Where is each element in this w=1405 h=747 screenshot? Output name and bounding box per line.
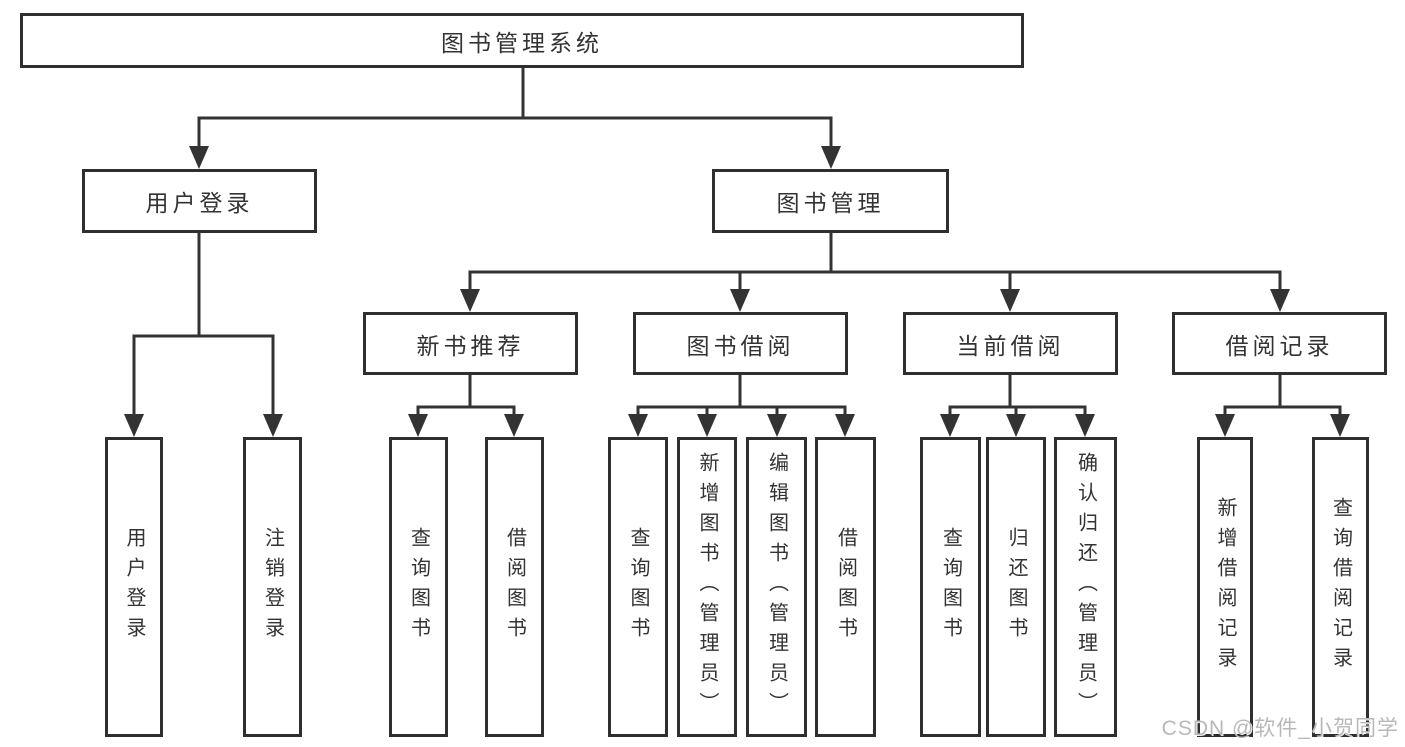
node-current-borrowing: 当前借阅	[903, 312, 1118, 375]
leaf-borrow-books-newrec-label: 借阅图书	[503, 527, 526, 647]
leaf-query-books-current: 查询图书	[920, 437, 981, 737]
leaf-query-books-borrow-label: 查询图书	[627, 527, 649, 647]
leaf-query-borrow-record-label: 查询借阅记录	[1329, 497, 1352, 677]
leaf-user-login: 用户登录	[105, 437, 163, 737]
leaf-borrow-books-borrow: 借阅图书	[815, 437, 876, 737]
leaf-logout: 注销登录	[243, 437, 302, 737]
node-library-management-system: 图书管理系统	[20, 13, 1024, 68]
leaf-add-borrow-record: 新增借阅记录	[1197, 437, 1253, 737]
leaf-query-books-current-label: 查询图书	[939, 527, 962, 647]
leaf-edit-books-admin: 编辑图书（管理员）	[746, 437, 807, 737]
leaf-edit-books-admin-label: 编辑图书（管理员）	[765, 452, 788, 722]
leaf-borrow-books-newrec: 借阅图书	[485, 437, 544, 737]
leaf-add-books-admin-label: 新增图书（管理员）	[696, 452, 718, 722]
leaf-confirm-return-admin-label: 确认归还（管理员）	[1074, 452, 1097, 722]
node-book-management: 图书管理	[712, 169, 949, 233]
leaf-logout-label: 注销登录	[261, 527, 284, 647]
leaf-confirm-return-admin: 确认归还（管理员）	[1054, 437, 1117, 737]
leaf-query-books-newrec-label: 查询图书	[407, 527, 430, 647]
leaf-query-borrow-record: 查询借阅记录	[1312, 437, 1369, 737]
leaf-query-books-newrec: 查询图书	[389, 437, 448, 737]
leaf-return-books-label: 归还图书	[1005, 527, 1027, 647]
leaf-query-books-borrow: 查询图书	[608, 437, 668, 737]
leaf-borrow-books-borrow-label: 借阅图书	[834, 527, 857, 647]
node-user-login: 用户登录	[82, 169, 317, 233]
leaf-add-borrow-record-label: 新增借阅记录	[1214, 497, 1236, 677]
leaf-return-books: 归还图书	[986, 437, 1046, 737]
node-borrowing-records: 借阅记录	[1172, 312, 1387, 375]
node-new-book-recommendation: 新书推荐	[363, 312, 578, 375]
node-book-borrowing: 图书借阅	[633, 312, 848, 375]
csdn-watermark: CSDN @软件_小贺同学	[1161, 717, 1399, 740]
leaf-add-books-admin: 新增图书（管理员）	[677, 437, 737, 737]
leaf-user-login-label: 用户登录	[123, 527, 145, 647]
